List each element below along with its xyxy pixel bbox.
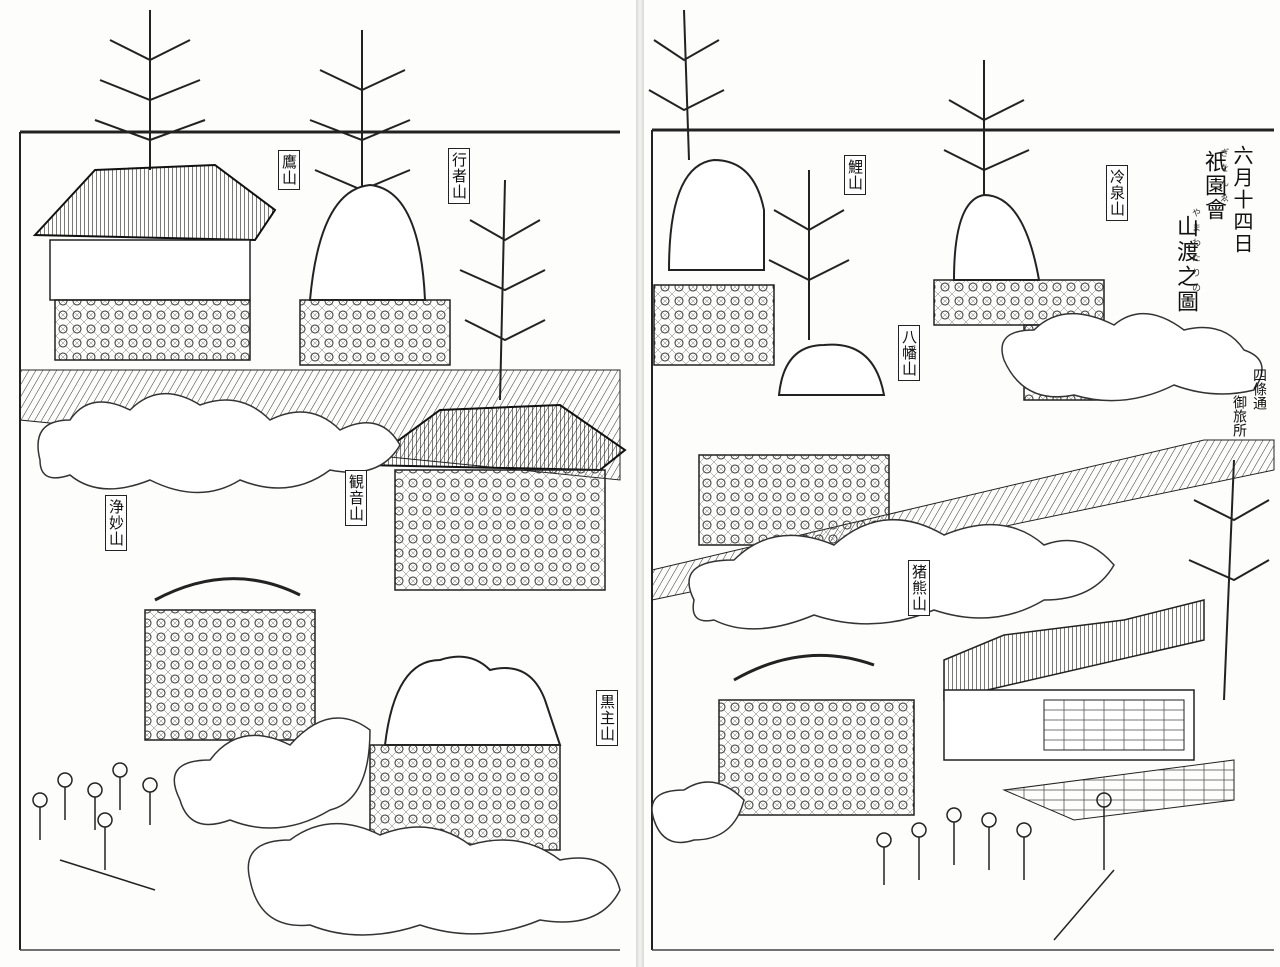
float-label-jorinyama: 浄妙山: [105, 495, 127, 551]
cloud: [651, 313, 1263, 844]
left-page: 鷹山 行者山 観音山 浄妙山 黒主山: [0, 0, 636, 967]
title-subtitle: 山渡之圖: [1172, 215, 1198, 315]
title-festival-ruby: ぎをんゑ: [1214, 148, 1233, 208]
float-dome: [369, 655, 562, 851]
float-label-reizeiyama: 冷泉山: [1106, 165, 1128, 221]
float-dome: [299, 183, 451, 366]
float-label-kuronushiyama: 黒主山: [596, 690, 618, 746]
float-label-kannonyama: 観音山: [345, 470, 367, 526]
title-festival-ruby-text: ぎをんゑ: [1218, 148, 1228, 208]
float-building: [362, 403, 627, 591]
float-label-hachimanyama: 八幡山: [898, 325, 920, 381]
title-date: 六月十四日: [1230, 145, 1254, 255]
float-label-koiyama: 鯉山: [844, 155, 866, 195]
location-line2: 御旅所: [1231, 395, 1247, 437]
title-date-text: 六月十四日: [1230, 145, 1254, 255]
right-page-illustration: [648, 9, 1275, 951]
title-festival: 祇園會: [1200, 150, 1226, 222]
title-festival-text: 祇園會: [1201, 150, 1226, 222]
left-page-illustration: [19, 10, 627, 951]
float-dome: [698, 343, 890, 546]
float-label-hokayama: 猪熊山: [908, 560, 930, 616]
float-building: [32, 163, 277, 361]
procession-figures: [32, 762, 158, 891]
location-line1: 四條通: [1251, 368, 1267, 410]
title-subtitle-ruby: やまわたりの: [1186, 208, 1205, 298]
title-subtitle-ruby-text: やまわたりの: [1190, 208, 1200, 298]
title-subtitle-text: 山渡之圖: [1173, 215, 1198, 315]
procession-figures: [876, 792, 1115, 941]
book-spine: [636, 0, 644, 967]
float-bridge: [718, 653, 915, 816]
float-label-takayama: 鷹山: [278, 150, 300, 190]
town-buildings: [943, 599, 1235, 821]
float-dome: [653, 158, 775, 366]
float-label-gyojayama: 行者山: [448, 148, 470, 204]
float-bridge: [144, 577, 316, 741]
cloud: [37, 393, 621, 936]
pine-tree-icon: [648, 9, 1270, 701]
right-page: 鯉山 冷泉山 八幡山 猪熊山 六月十四日 祇園會 山渡之圖 やまわたりの ぎをん…: [644, 0, 1280, 967]
